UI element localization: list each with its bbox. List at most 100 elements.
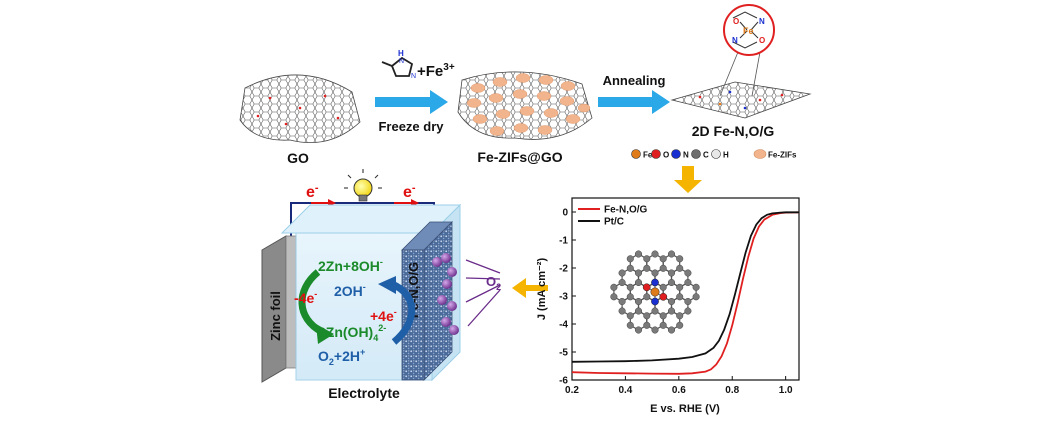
carbon-atom xyxy=(684,307,692,315)
carbon-atom xyxy=(651,269,659,277)
carbon-atom xyxy=(676,283,684,291)
legend-label-o: O xyxy=(663,151,669,160)
legend-swatch-h xyxy=(711,149,721,159)
carbon-atom xyxy=(667,278,676,287)
reagent-label: +Fe3+ xyxy=(417,62,455,80)
x-tick-label: 0.8 xyxy=(725,385,739,396)
series-line-1 xyxy=(571,211,799,363)
carbon-atom xyxy=(643,264,651,272)
zoom-line-left xyxy=(719,51,739,97)
carbon-atom xyxy=(618,278,626,287)
fe-nog-sheet xyxy=(670,81,812,119)
zif-go-label: Fe-ZIFs@GO xyxy=(477,149,562,165)
y-tick-label: 0 xyxy=(562,208,568,219)
go-sheet xyxy=(239,74,361,143)
legend-swatch-fe xyxy=(631,149,641,159)
carbon-atom xyxy=(610,293,618,301)
nitrogen-atom xyxy=(651,278,659,287)
chart-legend: Fe-N,O/GPt/C xyxy=(578,205,648,228)
svg-text:H: H xyxy=(398,49,404,58)
fe-site-model xyxy=(610,250,700,334)
carbon-atom xyxy=(634,250,643,258)
svg-text:N: N xyxy=(411,73,416,80)
carbon-atom xyxy=(676,312,684,320)
fe-site-inset: O N Fe N O xyxy=(723,4,775,56)
carbon-atom xyxy=(684,297,692,306)
inset-atom-n2: N xyxy=(732,36,738,45)
legend-swatch-c xyxy=(691,149,701,159)
zinc-air-battery: e- e- Zinc foil Fe-N,O/G xyxy=(261,169,501,401)
carbon-atom xyxy=(684,269,692,277)
cathode-electron-transfer: +4e- xyxy=(370,307,397,324)
lightbulb-icon xyxy=(344,169,382,202)
inset-atom-n1: N xyxy=(759,17,765,26)
iron-atom xyxy=(650,287,660,297)
plot-frame xyxy=(571,197,800,381)
carbon-atom xyxy=(676,255,684,263)
go-label: GO xyxy=(287,150,309,166)
carbon-atom xyxy=(626,312,634,320)
carbon-atom xyxy=(618,297,626,306)
carbon-atom xyxy=(643,321,651,329)
legend-label-fe-zifs: Fe-ZIFs xyxy=(768,151,797,160)
x-axis-label: E vs. RHE (V) xyxy=(650,403,720,415)
product-label: 2D Fe-N,O/G xyxy=(692,123,775,139)
freeze-dry-label: Freeze dry xyxy=(378,119,444,134)
reaction-zn-oh: 2Zn+8OH- xyxy=(318,257,383,274)
left-arrow xyxy=(512,278,548,298)
carbon-atom xyxy=(626,293,634,301)
inset-atom-o1: O xyxy=(733,17,739,26)
y-tick-label: -5 xyxy=(559,348,568,359)
oxygen-atom xyxy=(642,283,651,292)
carbon-atom xyxy=(626,264,634,272)
x-tick-label: 0.2 xyxy=(565,385,579,396)
carbon-atom xyxy=(618,269,626,277)
o2-label: O2 xyxy=(486,274,501,292)
carbon-atom xyxy=(667,326,676,334)
legend-label-fe: Fe xyxy=(643,151,653,160)
y-axis-ticks: 0-1-2-3-4-5-6 xyxy=(559,208,576,387)
carbon-atom xyxy=(659,264,667,272)
carbon-atom xyxy=(659,321,667,329)
carbon-atom xyxy=(651,307,659,315)
y-tick-label: -4 xyxy=(559,320,568,331)
x-tick-label: 0.6 xyxy=(672,385,686,396)
carbon-atom xyxy=(626,321,634,329)
carbon-atom xyxy=(676,264,684,272)
cathode-cycle-arrow xyxy=(390,280,416,345)
legend-swatch-n xyxy=(671,149,681,159)
x-tick-label: 0.4 xyxy=(618,385,632,396)
carbon-atom xyxy=(667,269,676,277)
carbon-atom xyxy=(634,269,643,277)
y-tick-label: -6 xyxy=(559,376,568,387)
carbon-atom xyxy=(659,255,667,263)
nitrogen-atom xyxy=(651,297,659,306)
carbon-atom xyxy=(610,283,618,291)
annealing-label: Annealing xyxy=(603,73,666,88)
zif-go-sheet xyxy=(457,71,593,140)
reaction-o2-h: O2+2H+ xyxy=(318,347,365,367)
carbon-atom xyxy=(676,321,684,329)
oxygen-molecules xyxy=(432,253,459,335)
carbon-atom xyxy=(684,278,692,287)
electrolyte-label: Electrolyte xyxy=(328,385,400,401)
imidazole-molecule: H N N xyxy=(381,49,416,80)
annealing-arrow xyxy=(598,90,670,114)
legend-swatch-zif xyxy=(753,149,767,159)
y-tick-label: -3 xyxy=(559,292,568,303)
carbon-atom xyxy=(692,293,700,301)
legend-entry-1: Pt/C xyxy=(604,217,624,228)
zinc-foil-label: Zinc foil xyxy=(268,291,283,341)
oxygen-atom xyxy=(659,292,668,301)
chart-series xyxy=(571,211,800,375)
carbon-atom xyxy=(651,326,659,334)
carbon-atom xyxy=(634,297,643,306)
carbon-atom xyxy=(676,293,684,301)
carbon-atom xyxy=(618,307,626,315)
legend-label-c: C xyxy=(703,151,709,160)
carbon-atom xyxy=(643,312,651,320)
